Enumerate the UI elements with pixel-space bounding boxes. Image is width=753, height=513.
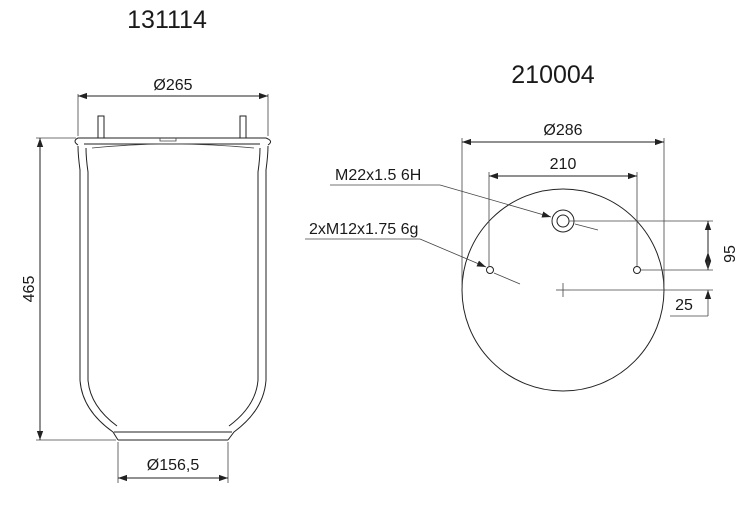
outer-diameter-label: Ø286 [543,122,582,139]
height-label: 465 [21,276,38,303]
bottom-diameter-label: Ø156,5 [147,457,200,474]
bottom-piston [114,431,232,441]
top-studs [97,115,247,139]
center-offset-label: 25 [675,297,693,314]
center-mark [556,283,570,297]
dimension-bolt-spacing: 210 [488,156,638,266]
dimension-outer-diameter: Ø286 [461,122,665,286]
left-part-number: 131114 [127,6,207,34]
stud-hole-left [486,266,494,274]
right-part-number: 210004 [511,61,595,89]
bolt-spacing-label: 210 [550,156,577,173]
leader-studs: 2xM12x1.75 6g [305,221,521,285]
center-port-thread-label: M22x1.5 6H [335,167,421,184]
dimension-top-diameter: Ø265 [77,77,269,136]
right-part-view: 210004 Ø286 210 [305,61,739,392]
vertical-offset-label: 95 [722,245,739,263]
bellow-body [77,143,269,441]
stud-thread-label: 2xM12x1.75 6g [309,221,418,238]
left-part-view: 131114 Ø2 [21,6,272,483]
dimension-center-offset: 25 [570,252,713,317]
stud-hole-right [633,266,641,274]
top-diameter-label: Ø265 [153,77,192,94]
dimension-bottom-diameter: Ø156,5 [117,442,229,483]
leader-center-port: M22x1.5 6H [330,167,599,231]
dimension-height: 465 [21,137,116,441]
